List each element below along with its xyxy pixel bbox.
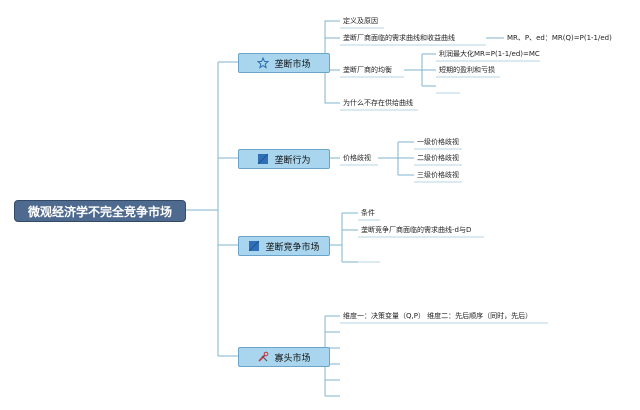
star-icon <box>257 57 270 69</box>
leaf-sub[interactable]: 三级价格歧视 <box>417 171 459 179</box>
leaf-label[interactable]: 为什么不存在供给曲线 <box>343 99 413 107</box>
root-node[interactable]: 微观经济学不完全竞争市场 <box>14 200 186 222</box>
leaf-label[interactable]: 垄断厂商的均衡 <box>343 66 392 74</box>
tools-icon <box>258 351 269 362</box>
topic-label: 垄断行为 <box>274 155 311 166</box>
topic-oligopoly-market[interactable]: 寡头市场 <box>238 347 330 367</box>
leaf-label[interactable]: 价格歧视 <box>343 154 371 162</box>
flag-icon <box>258 153 269 165</box>
root-label: 微观经济学不完全竞争市场 <box>27 204 172 219</box>
connector-1-4 <box>324 62 340 104</box>
topic-monopoly-behavior[interactable]: 垄断行为 <box>238 149 330 169</box>
leaf-label[interactable]: 定义及原因 <box>343 17 378 25</box>
leaf-detail[interactable]: MR、P、ed：MR(Q)=P(1-1/ed) <box>507 34 612 42</box>
topic-monopoly-market[interactable]: 垄断市场 <box>238 53 330 73</box>
topic-monopolistic-competition[interactable]: 垄断竞争市场 <box>238 236 330 256</box>
topic-label: 垄断市场 <box>274 59 311 70</box>
leaf-sub[interactable]: 二级价格歧视 <box>417 154 459 162</box>
topic-label: 垄断竞争市场 <box>265 242 320 253</box>
leaf-sub[interactable]: 一级价格歧视 <box>417 138 459 146</box>
topic-label: 寡头市场 <box>274 353 311 364</box>
flag-icon <box>249 240 260 252</box>
leaf-label[interactable]: 维度一：决策变量（Q,P） 维度二：先后顺序（同时，先后） <box>343 312 533 320</box>
leaf-label[interactable]: 垄断厂商面临的需求曲线和收益曲线 <box>343 34 455 42</box>
leaf-sub[interactable]: 短期的盈利和亏损 <box>439 66 495 74</box>
leaf-label[interactable]: 垄断竞争厂商面临的需求曲线-d与D <box>361 226 472 234</box>
leaf-label[interactable]: 条件 <box>361 209 375 217</box>
leaf-sub[interactable]: 利润最大化MR=P(1-1/ed)=MC <box>439 50 540 58</box>
